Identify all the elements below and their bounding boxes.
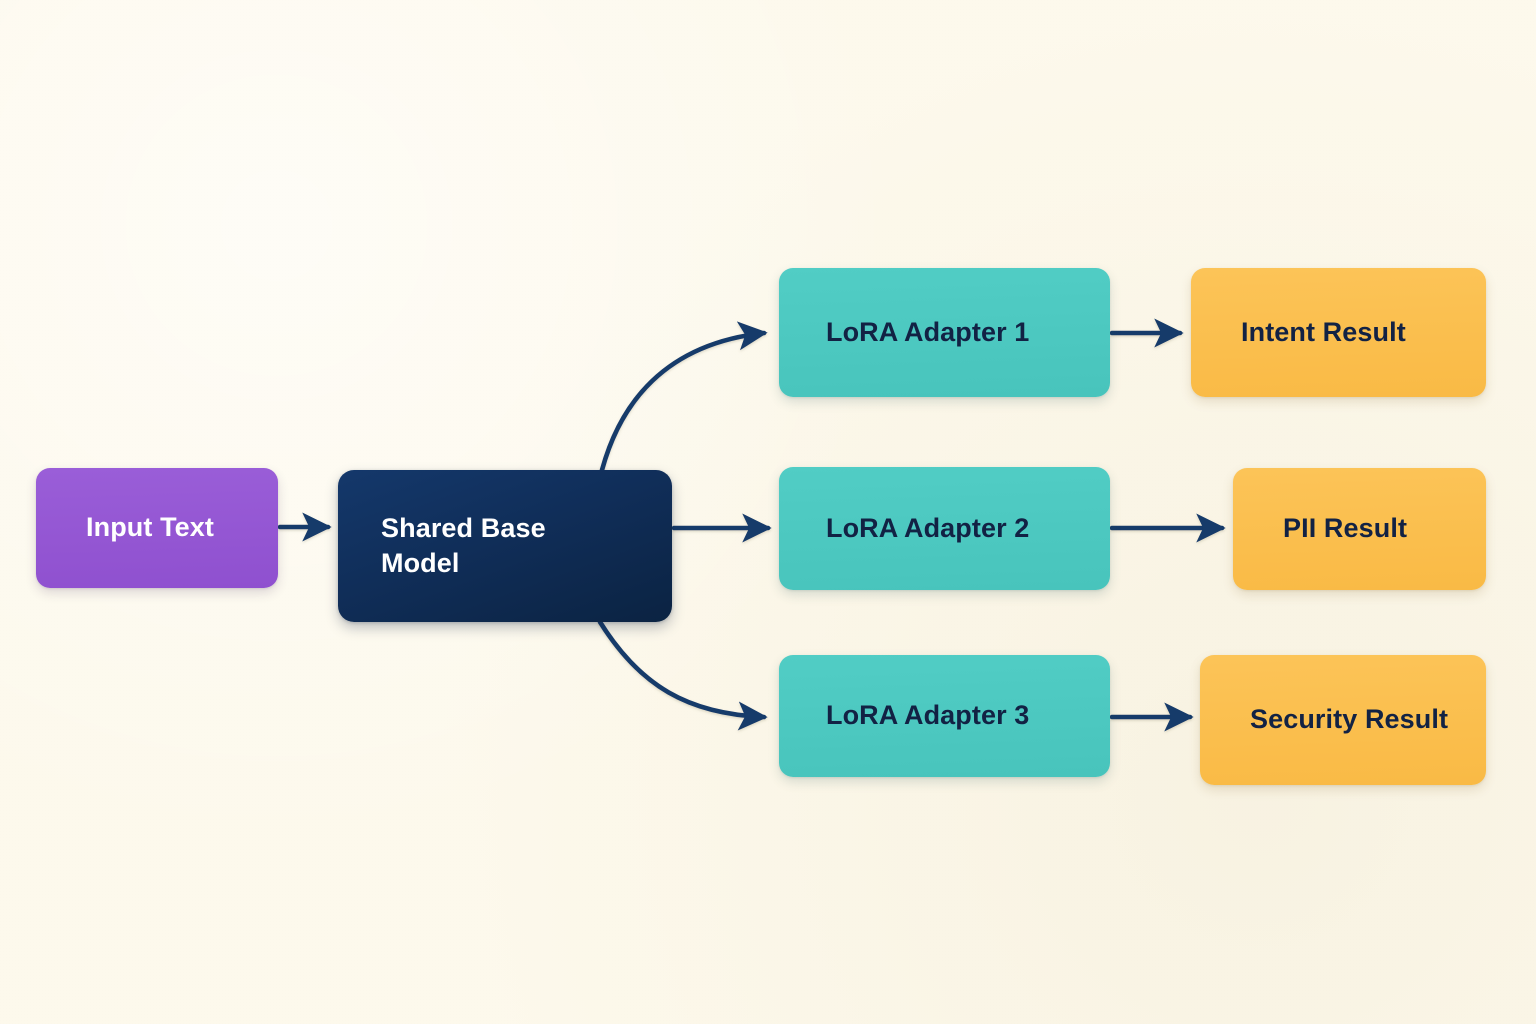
- node-input-text[interactable]: Input Text: [36, 468, 278, 588]
- edge-base-to-adapter-1: [599, 321, 768, 473]
- node-pii-result-label: PII Result: [1283, 513, 1408, 544]
- node-intent-result-label: Intent Result: [1241, 316, 1406, 347]
- node-lora-adapter-1-label: LoRA Adapter 1: [826, 316, 1030, 347]
- node-lora-adapter-3[interactable]: LoRA Adapter 3: [779, 655, 1110, 777]
- node-lora-adapter-1[interactable]: LoRA Adapter 1: [779, 268, 1110, 397]
- edge-base-to-adapter-3: [597, 619, 768, 731]
- node-input-text-label: Input Text: [86, 512, 214, 543]
- node-intent-result[interactable]: Intent Result: [1191, 268, 1486, 397]
- node-lora-adapter-2-label: LoRA Adapter 2: [826, 512, 1030, 543]
- node-security-result-label: Security Result: [1250, 704, 1449, 735]
- node-lora-adapter-3-label: LoRA Adapter 3: [826, 700, 1030, 731]
- node-pii-result[interactable]: PII Result: [1233, 468, 1486, 590]
- node-security-result[interactable]: Security Result: [1200, 655, 1486, 785]
- node-shared-base-model[interactable]: Shared Base Model: [338, 470, 672, 622]
- node-lora-adapter-2[interactable]: LoRA Adapter 2: [779, 467, 1110, 590]
- node-shared-base-model-label: Shared Base Model: [381, 512, 546, 578]
